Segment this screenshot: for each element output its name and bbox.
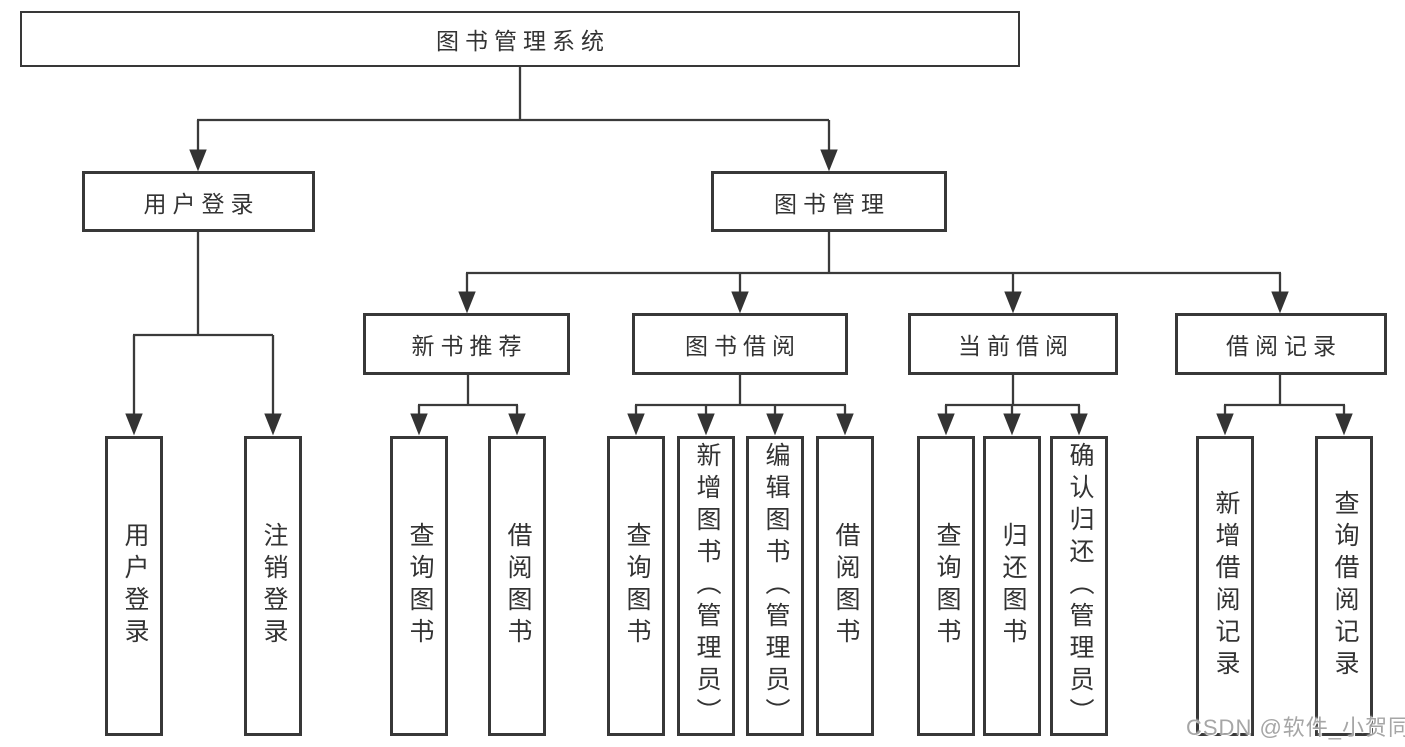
leaf-query-books-recommend: 查询图书 bbox=[390, 436, 448, 736]
node-new-book-recommend: 新书推荐 bbox=[363, 313, 570, 375]
node-book-borrowing: 图书借阅 bbox=[632, 313, 848, 375]
connector-root bbox=[189, 67, 838, 172]
leaf-logout: 注销登录 bbox=[244, 436, 302, 736]
leaf-add-borrow-record: 新增借阅记录 bbox=[1196, 436, 1254, 736]
leaf-borrow-books-recommend: 借阅图书 bbox=[488, 436, 546, 736]
leaf-return-books: 归还图书 bbox=[983, 436, 1041, 736]
connector-current-borrowing bbox=[937, 375, 1088, 436]
connector-book-borrowing bbox=[627, 375, 854, 436]
leaf-edit-books-admin: 编辑图书（管理员） bbox=[746, 436, 804, 736]
leaf-query-books-borrowing: 查询图书 bbox=[607, 436, 665, 736]
node-current-borrowing: 当前借阅 bbox=[908, 313, 1118, 375]
connector-book-management bbox=[458, 232, 1289, 314]
node-library-system: 图书管理系统 bbox=[20, 11, 1020, 67]
connector-borrow-records bbox=[1216, 375, 1353, 436]
connector-user-login bbox=[125, 232, 282, 436]
leaf-query-borrow-record: 查询借阅记录 bbox=[1315, 436, 1373, 736]
leaf-borrow-books: 借阅图书 bbox=[816, 436, 874, 736]
leaf-add-books-admin: 新增图书（管理员） bbox=[677, 436, 735, 736]
csdn-watermark: CSDN @软件_小贺同学 bbox=[1186, 715, 1405, 740]
node-borrow-records: 借阅记录 bbox=[1175, 313, 1387, 375]
connector-new-book-recommend bbox=[410, 375, 526, 436]
node-book-management: 图书管理 bbox=[711, 171, 947, 232]
leaf-user-login: 用户登录 bbox=[105, 436, 163, 736]
leaf-query-books-current: 查询图书 bbox=[917, 436, 975, 736]
node-user-login: 用户登录 bbox=[82, 171, 315, 232]
leaf-confirm-return-admin: 确认归还（管理员） bbox=[1050, 436, 1108, 736]
